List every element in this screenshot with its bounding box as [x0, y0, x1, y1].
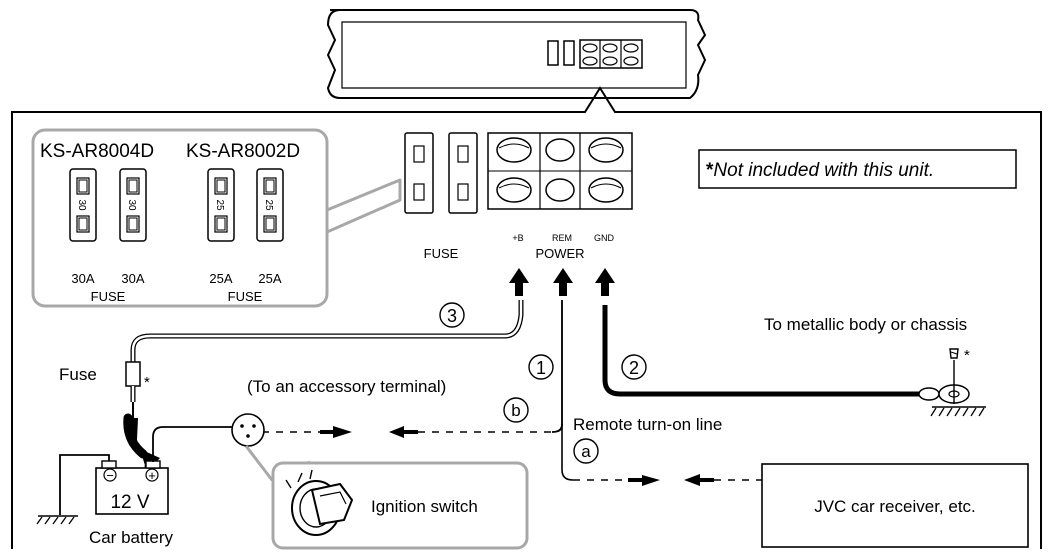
terminal-gnd-label: GND: [594, 233, 615, 243]
screw-star: *: [964, 347, 970, 364]
accessory-label: (To an accessory terminal): [247, 377, 446, 396]
terminal-power-label: POWER: [535, 246, 584, 261]
fuse-rating-3: 25: [214, 199, 225, 211]
ignition-key-icon: [285, 469, 354, 536]
receiver-label: JVC car receiver, etc.: [814, 497, 976, 516]
fuse-rating-2: 30: [126, 199, 137, 211]
wire-ground: [602, 305, 986, 417]
battery-label: Car battery: [89, 528, 174, 547]
callout-b: b: [503, 397, 529, 423]
callout-2: 2: [621, 354, 647, 380]
ground-label: To metallic body or chassis: [764, 315, 967, 334]
model-right-label: KS-AR8002D: [186, 141, 300, 162]
svg-text:a: a: [581, 442, 591, 461]
ignition-callout: Ignition switch: [271, 461, 529, 550]
fuse-caption-left: FUSE: [91, 289, 126, 304]
fuse-amp-4: 25A: [258, 271, 281, 286]
model-left-label: KS-AR8004D: [40, 141, 154, 162]
fuse-25a-1: 25: [207, 168, 235, 242]
arrow-up-icon: [553, 268, 573, 296]
svg-text:3: 3: [447, 306, 457, 326]
battery-voltage: 12 V: [110, 492, 149, 513]
terminal-plus-b-label: +B: [512, 233, 523, 243]
note-body: Not included with this unit.: [713, 160, 934, 181]
terminal-block: +B REM GND POWER: [487, 132, 633, 261]
jvc-receiver-box: JVC car receiver, etc.: [761, 463, 1029, 548]
fuse-rating-4: 25: [263, 199, 274, 211]
wire-remote: [262, 300, 762, 486]
fuse-rating-1: 30: [76, 199, 87, 211]
unit-fuses: FUSE: [404, 132, 478, 261]
arrow-up-icon: [509, 268, 529, 296]
note-text: *Not included with this unit.: [706, 160, 934, 181]
fuse-caption-right: FUSE: [228, 289, 263, 304]
main-frame: [11, 86, 1042, 549]
car-battery: − + 12 V: [36, 426, 232, 525]
fuse-amp-3: 25A: [209, 271, 232, 286]
fuse-label: Fuse: [59, 365, 97, 384]
callout-a: a: [573, 438, 599, 464]
ground-hatch-icon: [930, 407, 985, 417]
callout-1: 1: [528, 354, 554, 380]
svg-text:b: b: [511, 401, 520, 420]
fuse-amp-1: 30A: [71, 271, 94, 286]
inline-fuse: [125, 361, 141, 387]
fuse-30a-2: 30: [119, 168, 147, 242]
note-star: *: [706, 160, 714, 181]
note-box: *Not included with this unit.: [698, 149, 1017, 189]
ignition-label: Ignition switch: [371, 497, 478, 516]
terminal-arrows: [509, 268, 615, 296]
model-fuse-callout: KS-AR8004D KS-AR8002D 30 30 25: [31, 128, 402, 308]
remote-label: Remote turn-on line: [573, 415, 722, 434]
callout-3: 3: [439, 302, 465, 328]
ground-hatch-icon: [36, 516, 75, 525]
battery-minus: −: [106, 468, 114, 483]
fuse-amp-2: 30A: [121, 271, 144, 286]
fuse-25a-2: 25: [256, 168, 284, 242]
amplifier-unit: [326, 9, 707, 99]
svg-text:2: 2: [629, 358, 639, 378]
unit-fuse-label: FUSE: [424, 246, 459, 261]
wire-power: [123, 300, 524, 474]
fuse-star: *: [144, 374, 150, 391]
terminal-rem-label: REM: [552, 233, 572, 243]
svg-text:1: 1: [536, 358, 546, 378]
battery-plus: +: [148, 468, 156, 483]
arrow-up-icon: [595, 268, 615, 296]
fuse-30a-1: 30: [69, 168, 97, 242]
